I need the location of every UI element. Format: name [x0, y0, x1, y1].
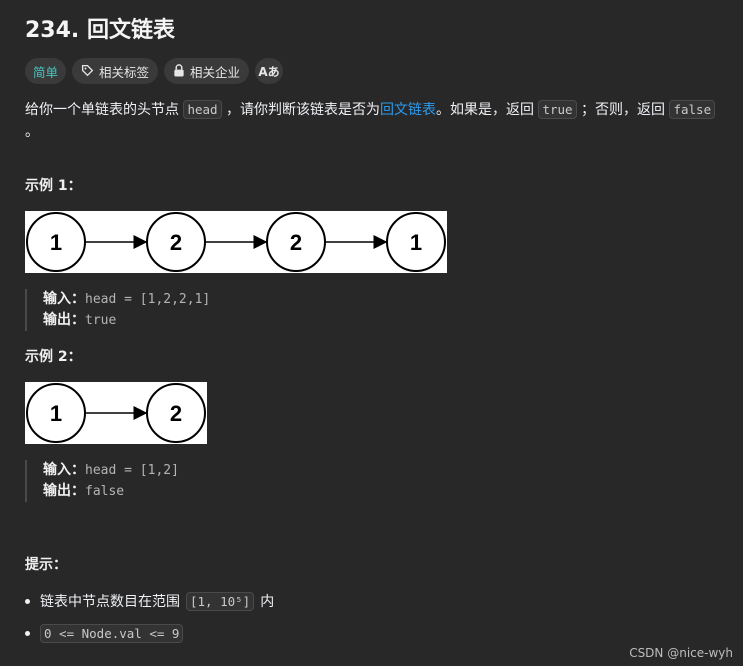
input-label: 输入：: [43, 291, 85, 307]
difficulty-badge[interactable]: 简单: [25, 58, 67, 84]
ex2-node-value-1: 1: [50, 401, 62, 426]
input-value: head = [1,2]: [85, 463, 179, 478]
example-2-title: 示例 2：: [25, 349, 82, 365]
constraint-item-1: 链表中节点数目在范围 [1, 10⁵] 内: [25, 591, 274, 611]
lock-icon: [173, 63, 185, 79]
related-companies-button[interactable]: 相关企业: [164, 58, 250, 84]
constraints-title: 提示：: [25, 557, 67, 573]
ex2-node-1: [26, 383, 86, 443]
ex1-node-value-4: 1: [410, 230, 422, 255]
example-1-figure: 1 2 2 1: [25, 211, 447, 273]
bullet-icon: [25, 598, 30, 604]
output-label: 输出：: [43, 312, 85, 328]
ex1-node-value-2: 2: [170, 230, 182, 255]
output-value: true: [85, 313, 117, 328]
bullet-icon: [25, 631, 30, 636]
difficulty-label: 简单: [33, 64, 59, 80]
desc-text-2: ，请你判断该链表是否为: [226, 102, 381, 118]
constraint-tail: 内: [260, 594, 275, 610]
output-value: false: [85, 484, 125, 499]
constraint-text: 链表中节点数目在范围: [40, 594, 180, 610]
translate-icon: Aあ: [258, 64, 280, 79]
related-companies-label: 相关企业: [190, 64, 241, 80]
ex1-node-value-1: 1: [50, 230, 62, 255]
related-tags-label: 相关标签: [99, 64, 150, 80]
output-label: 输出：: [43, 483, 85, 499]
watermark: CSDN @nice-wyh: [629, 646, 733, 660]
ex1-node-2: [146, 212, 206, 272]
problem-title: 234. 回文链表: [25, 18, 175, 43]
desc-text-5: 。: [25, 124, 39, 140]
constraint-range-code: [1, 10⁵]: [186, 591, 255, 611]
constraint-item-2: 0 <= Node.val <= 9: [25, 624, 184, 643]
example-1-title: 示例 1：: [25, 178, 82, 194]
true-code: true: [538, 100, 577, 119]
tag-row: 简单 相关标签 相关企业 Aあ: [25, 58, 284, 84]
example-1-diagram: 1 2 2 1: [26, 212, 446, 272]
ex1-node-value-3: 2: [290, 230, 302, 255]
false-code: false: [669, 100, 716, 119]
ex2-node-value-2: 2: [170, 401, 182, 426]
head-code: head: [183, 100, 222, 119]
related-tags-button[interactable]: 相关标签: [72, 58, 159, 84]
example-2-io: 输入：head = [1,2] 输出：false: [25, 460, 179, 502]
ex1-node-4: [386, 212, 446, 272]
input-label: 输入：: [43, 462, 85, 478]
problem-description: 给你一个单链表的头节点 head ，请你判断该链表是否为回文链表。如果是，返回 …: [25, 99, 733, 143]
ex1-node-3: [266, 212, 326, 272]
input-value: head = [1,2,2,1]: [85, 292, 211, 307]
ex1-node-1: [26, 212, 86, 272]
desc-text-3: 。如果是，返回: [436, 102, 535, 118]
desc-text-4: ；否则，返回: [581, 102, 666, 118]
example-1-io: 输入：head = [1,2,2,1] 输出：true: [25, 289, 210, 331]
constraint-val-code: 0 <= Node.val <= 9: [40, 624, 184, 643]
tag-icon: [81, 64, 94, 79]
desc-text-1: 给你一个单链表的头节点: [25, 102, 179, 118]
translate-button[interactable]: Aあ: [255, 58, 284, 84]
ex2-node-2: [146, 383, 206, 443]
palindrome-link[interactable]: 回文链表: [380, 102, 437, 118]
